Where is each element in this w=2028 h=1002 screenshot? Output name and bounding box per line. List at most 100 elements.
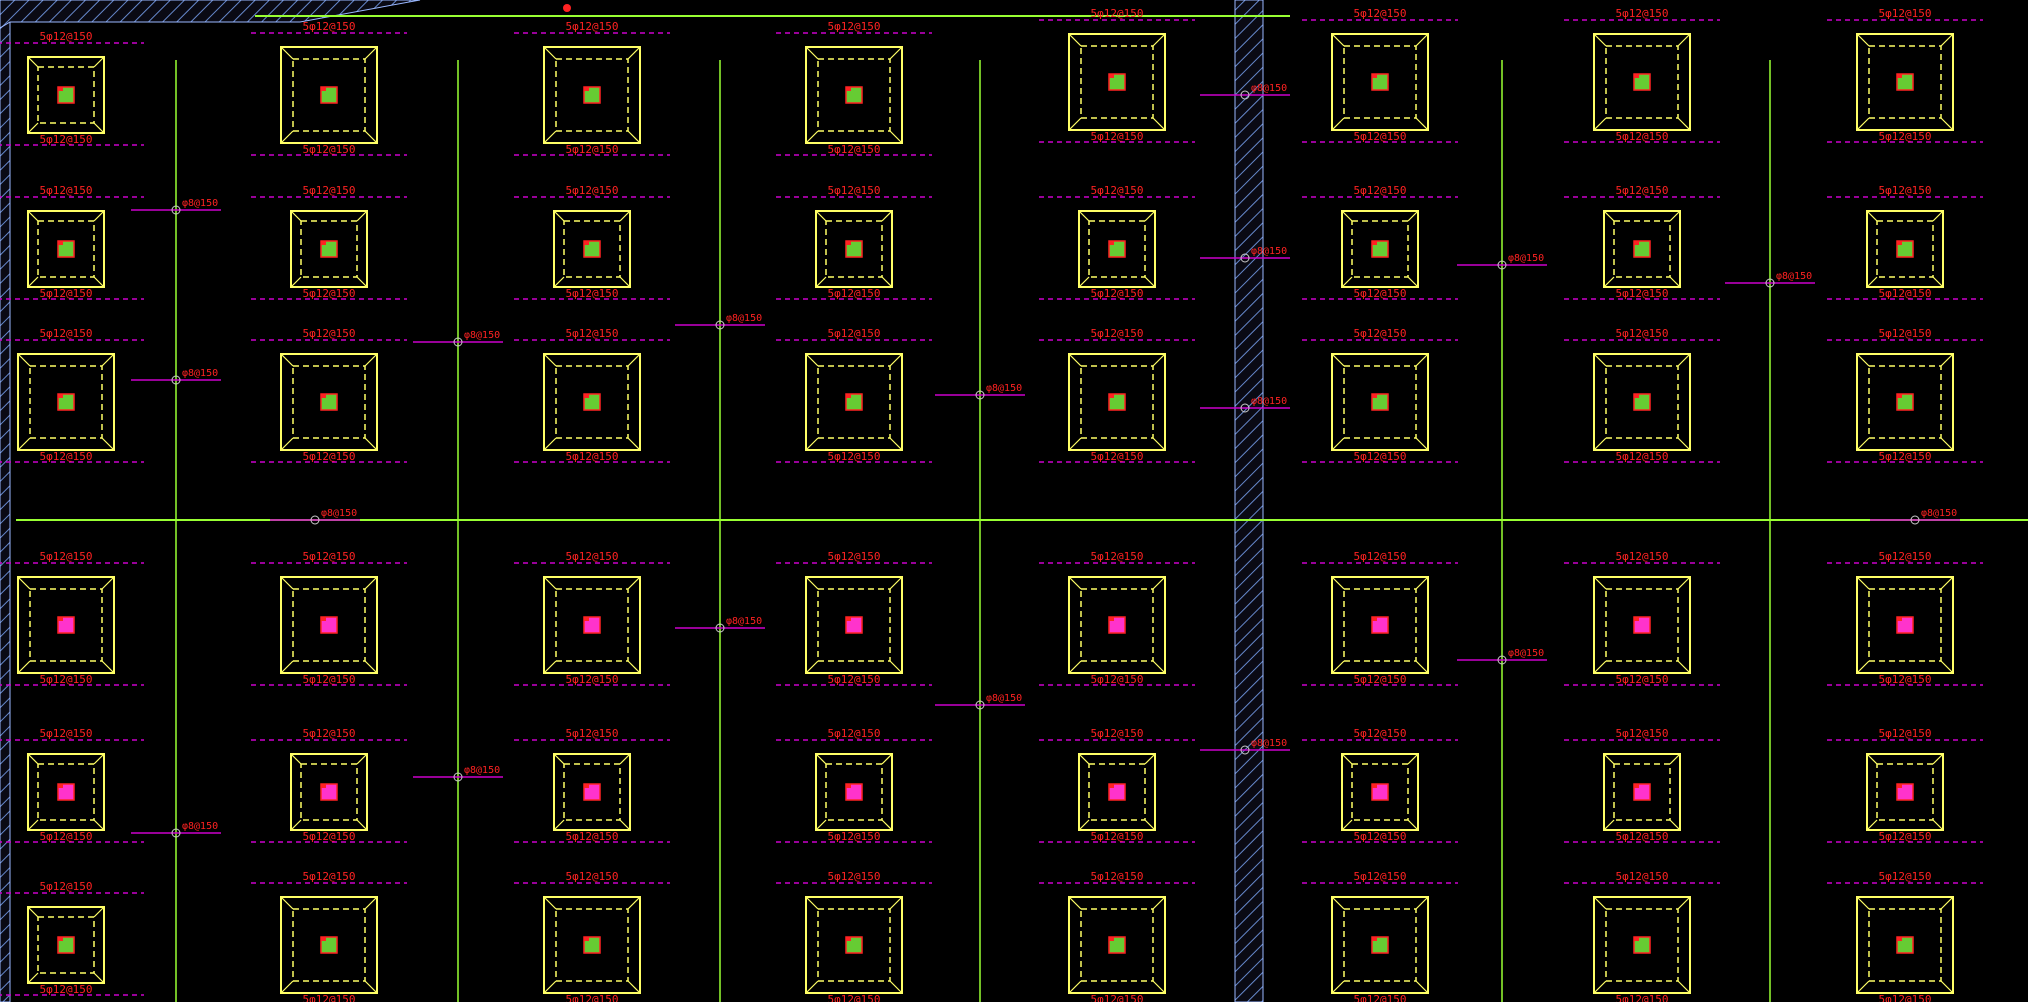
footing-corner-line: [1152, 33, 1166, 47]
grid-bubble: [975, 700, 985, 710]
footing-outline: [553, 210, 631, 288]
footing-outline: [1866, 753, 1944, 831]
rebar-label-top: 5φ12@150: [40, 550, 93, 563]
footing-inner-dashed: [1605, 908, 1679, 982]
footing-corner-line: [1603, 276, 1615, 288]
footing-corner-line: [619, 210, 631, 222]
footing-corner-line: [290, 276, 302, 288]
footing-corner-line: [1415, 353, 1429, 367]
pier-marker: [1897, 394, 1902, 398]
footing-corner-line: [1407, 819, 1419, 831]
footing-corner-line: [93, 122, 105, 134]
footing-corner-line: [815, 753, 827, 765]
footing-outline: [1068, 33, 1166, 131]
footing-corner-line: [1152, 980, 1166, 994]
footing-corner-line: [1152, 117, 1166, 131]
grid-bubble: [1240, 403, 1250, 413]
footing-corner-line: [280, 353, 294, 367]
footing-corner-line: [356, 276, 368, 288]
rebar-callout-label: φ8@150: [464, 330, 500, 341]
footing-inner-dashed: [1343, 45, 1417, 119]
footing-corner-line: [543, 130, 557, 144]
pier-marker: [1109, 241, 1114, 245]
footing-corner-line: [1078, 753, 1090, 765]
footing-outline: [1593, 896, 1691, 994]
grid-bubble: [453, 337, 463, 347]
pier-marker: [1634, 784, 1639, 788]
footing-corner-line: [364, 980, 378, 994]
footing-outline: [815, 210, 893, 288]
rebar-callout-label: φ8@150: [182, 821, 218, 832]
footing-outline: [805, 896, 903, 994]
footing-corner-line: [1866, 753, 1878, 765]
rebar-label-top: 5φ12@150: [1879, 7, 1932, 20]
footing-corner-line: [93, 56, 105, 68]
footing-inner-dashed: [817, 58, 891, 132]
footing-inner-dashed: [1351, 220, 1409, 278]
pier-marker: [58, 937, 63, 941]
rebar-label-top: 5φ12@150: [828, 727, 881, 740]
rebar-label-bottom: 5φ12@150: [828, 993, 881, 1002]
footing-outline: [27, 56, 105, 134]
rebar-label-top: 5φ12@150: [828, 550, 881, 563]
rebar-label-top: 5φ12@150: [1879, 870, 1932, 883]
rebar-label-bottom: 5φ12@150: [1616, 287, 1669, 300]
grid-bubble: [1240, 253, 1250, 263]
footing-corner-line: [1341, 753, 1353, 765]
footing-corner-line: [1407, 753, 1419, 765]
footing-corner-line: [815, 276, 827, 288]
footing-corner-line: [1866, 276, 1878, 288]
footing-outline: [27, 210, 105, 288]
rebar-label-top: 5φ12@150: [303, 870, 356, 883]
footing-inner-dashed: [1088, 220, 1146, 278]
grid-bubble: [715, 623, 725, 633]
rebar-label-bottom: 5φ12@150: [1879, 673, 1932, 686]
footing-corner-line: [881, 276, 893, 288]
rebar-label-bottom: 5φ12@150: [303, 830, 356, 843]
pier-marker: [1372, 617, 1377, 621]
footing-corner-line: [1152, 353, 1166, 367]
footing-corner-line: [27, 972, 39, 984]
footing-corner-line: [356, 753, 368, 765]
footing-inner-dashed: [1080, 908, 1154, 982]
rebar-label-bottom: 5φ12@150: [828, 450, 881, 463]
footing-corner-line: [627, 46, 641, 60]
footing-outline: [17, 576, 115, 674]
footing-inner-dashed: [292, 365, 366, 439]
footing-inner-dashed: [825, 220, 883, 278]
footing-corner-line: [1068, 33, 1082, 47]
footing-outline: [1593, 33, 1691, 131]
footing-inner-dashed: [292, 58, 366, 132]
rebar-label-bottom: 5φ12@150: [1879, 130, 1932, 143]
footing-corner-line: [1415, 896, 1429, 910]
rebar-label-bottom: 5φ12@150: [303, 993, 356, 1002]
footing-corner-line: [889, 353, 903, 367]
rebar-label-top: 5φ12@150: [40, 727, 93, 740]
footing-corner-line: [543, 437, 557, 451]
footing-corner-line: [1341, 276, 1353, 288]
footing-corner-line: [627, 576, 641, 590]
footing-corner-line: [1331, 33, 1345, 47]
rebar-label-bottom: 5φ12@150: [828, 143, 881, 156]
footing-corner-line: [627, 353, 641, 367]
footing-outline: [1341, 210, 1419, 288]
rebar-label-top: 5φ12@150: [1091, 550, 1144, 563]
grid-bubble: [310, 515, 320, 525]
footing-corner-line: [1932, 276, 1944, 288]
rebar-label-bottom: 5φ12@150: [1091, 830, 1144, 843]
footing-corner-line: [27, 56, 39, 68]
footing-inner-dashed: [555, 908, 629, 982]
pier-marker: [846, 617, 851, 621]
footing-corner-line: [364, 130, 378, 144]
footing-inner-dashed: [555, 58, 629, 132]
footing-inner-dashed: [817, 588, 891, 662]
